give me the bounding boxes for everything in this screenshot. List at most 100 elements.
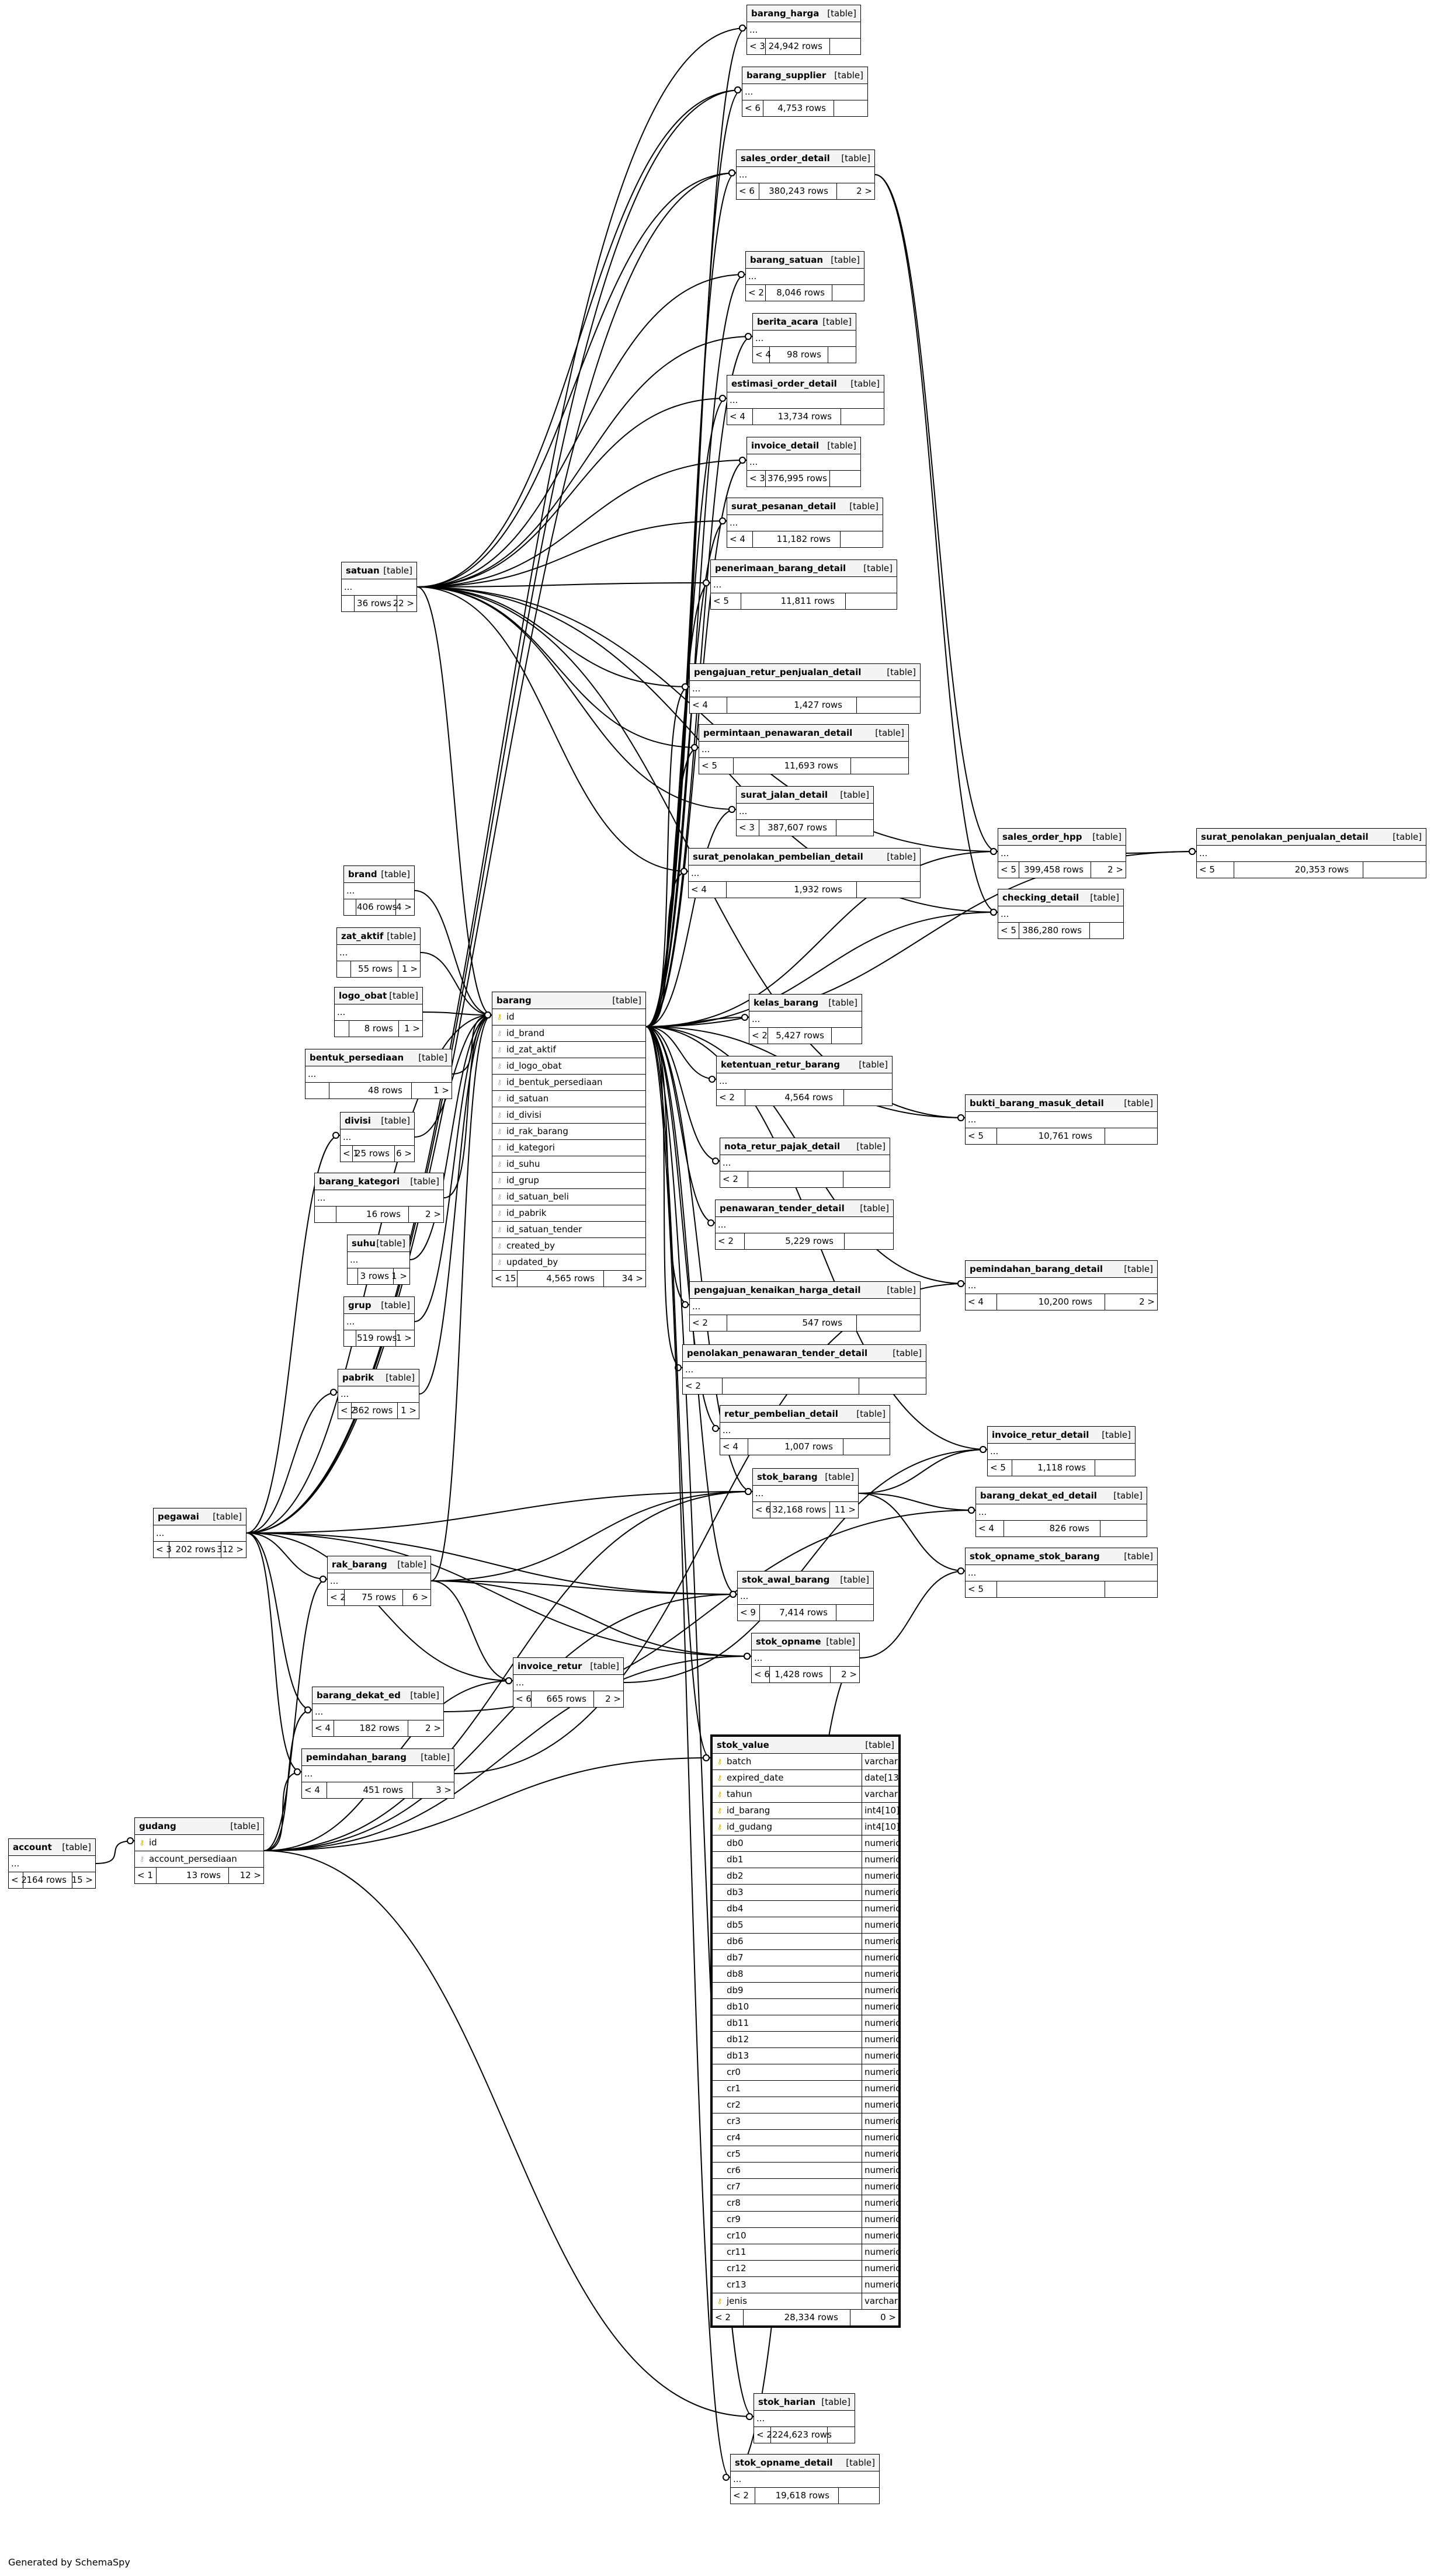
child-count: 312 >: [217, 1544, 244, 1555]
columns-elided: ...: [716, 1217, 893, 1233]
divider: [744, 1233, 745, 1249]
table-header: checking_detail[table]: [998, 889, 1123, 906]
table-name: barang_satuan: [750, 255, 823, 265]
table-kind: [table]: [841, 153, 870, 164]
table-name: sales_order_detail: [741, 153, 830, 164]
table-kind: [table]: [840, 790, 869, 800]
table-name: divisi: [345, 1115, 371, 1126]
divider: [156, 1868, 157, 1883]
table-node-pengajuan-retur-penjualan-detail[interactable]: pengajuan_retur_penjualan_detail[table].…: [689, 663, 921, 714]
table-node-permintaan-penawaran-detail[interactable]: permintaan_penawaran_detail[table]...< 5…: [699, 724, 909, 774]
foreign-key-icon: ⚷: [496, 1258, 502, 1266]
edge-satuan-to-penerimaan-barang-detail: [416, 582, 711, 587]
table-header: invoice_retur_detail[table]: [988, 1427, 1135, 1444]
columns-elided: ...: [749, 1011, 862, 1028]
primary-key-icon: ⚷: [717, 1823, 723, 1831]
table-node-surat-penolakan-penjualan-detail[interactable]: surat_penolakan_penjualan_detail[table].…: [1196, 828, 1426, 878]
table-node-barang[interactable]: barang[table]⚷id⚷id_brand⚷id_zat_aktif⚷i…: [492, 992, 646, 1287]
columns-elided: ...: [976, 1504, 1147, 1521]
divider: [752, 531, 753, 547]
child-count: 1 >: [396, 1333, 412, 1343]
table-node-pengajuan-kenaikan-harga-detail[interactable]: pengajuan_kenaikan_harga_detail[table]..…: [689, 1281, 921, 1332]
table-kind: [table]: [381, 1300, 410, 1310]
child-count: 2 >: [425, 1723, 441, 1733]
table-header: barang_dekat_ed[table]: [313, 1687, 443, 1704]
crowfoot-marker: [738, 271, 745, 278]
parent-count: < 2: [341, 1405, 356, 1416]
divider: [228, 1868, 229, 1883]
column-name: db4: [727, 1903, 744, 1914]
divider: [357, 1268, 358, 1284]
column-row: ⚷id_suhu: [492, 1156, 645, 1173]
column-name: id_rak_barang: [506, 1126, 568, 1136]
table-kind: [table]: [850, 378, 880, 389]
column-row: db7numeric[0]: [713, 1950, 898, 1966]
table-node-nota-retur-pajak-detail[interactable]: nota_retur_pajak_detail[table]...< 2: [720, 1138, 890, 1188]
table-kind: [table]: [590, 1661, 619, 1671]
divider: [856, 697, 857, 713]
crowfoot-marker: [990, 909, 997, 916]
crowfoot-marker: [484, 1011, 491, 1018]
table-node-penolakan-penawaran-tender-detail[interactable]: penolakan_penawaran_tender_detail[table]…: [682, 1344, 926, 1395]
table-header: pemindahan_barang_detail[table]: [966, 1261, 1157, 1278]
table-node-stok-value[interactable]: stok_value[table]⚷batchvarchar[214748364…: [710, 1734, 901, 2328]
parent-count: < 3: [749, 473, 765, 484]
table-node-surat-penolakan-pembelian-detail[interactable]: surat_penolakan_pembelian_detail[table].…: [688, 848, 921, 898]
parent-count: < 4: [691, 884, 707, 895]
table-kind: [table]: [827, 8, 856, 19]
row-count: 1,118 rows: [1037, 1462, 1086, 1473]
edge-barang-to-penolakan-penawaran-tender-detail: [645, 1026, 683, 1368]
column-row: db11numeric[0]: [713, 2015, 898, 2032]
table-node-stok-opname-stok-barang[interactable]: stok_opname_stok_barang[table]...< 5: [965, 1548, 1158, 1598]
primary-key-icon: ⚷: [717, 2297, 723, 2305]
child-count: 12 >: [239, 1870, 261, 1880]
